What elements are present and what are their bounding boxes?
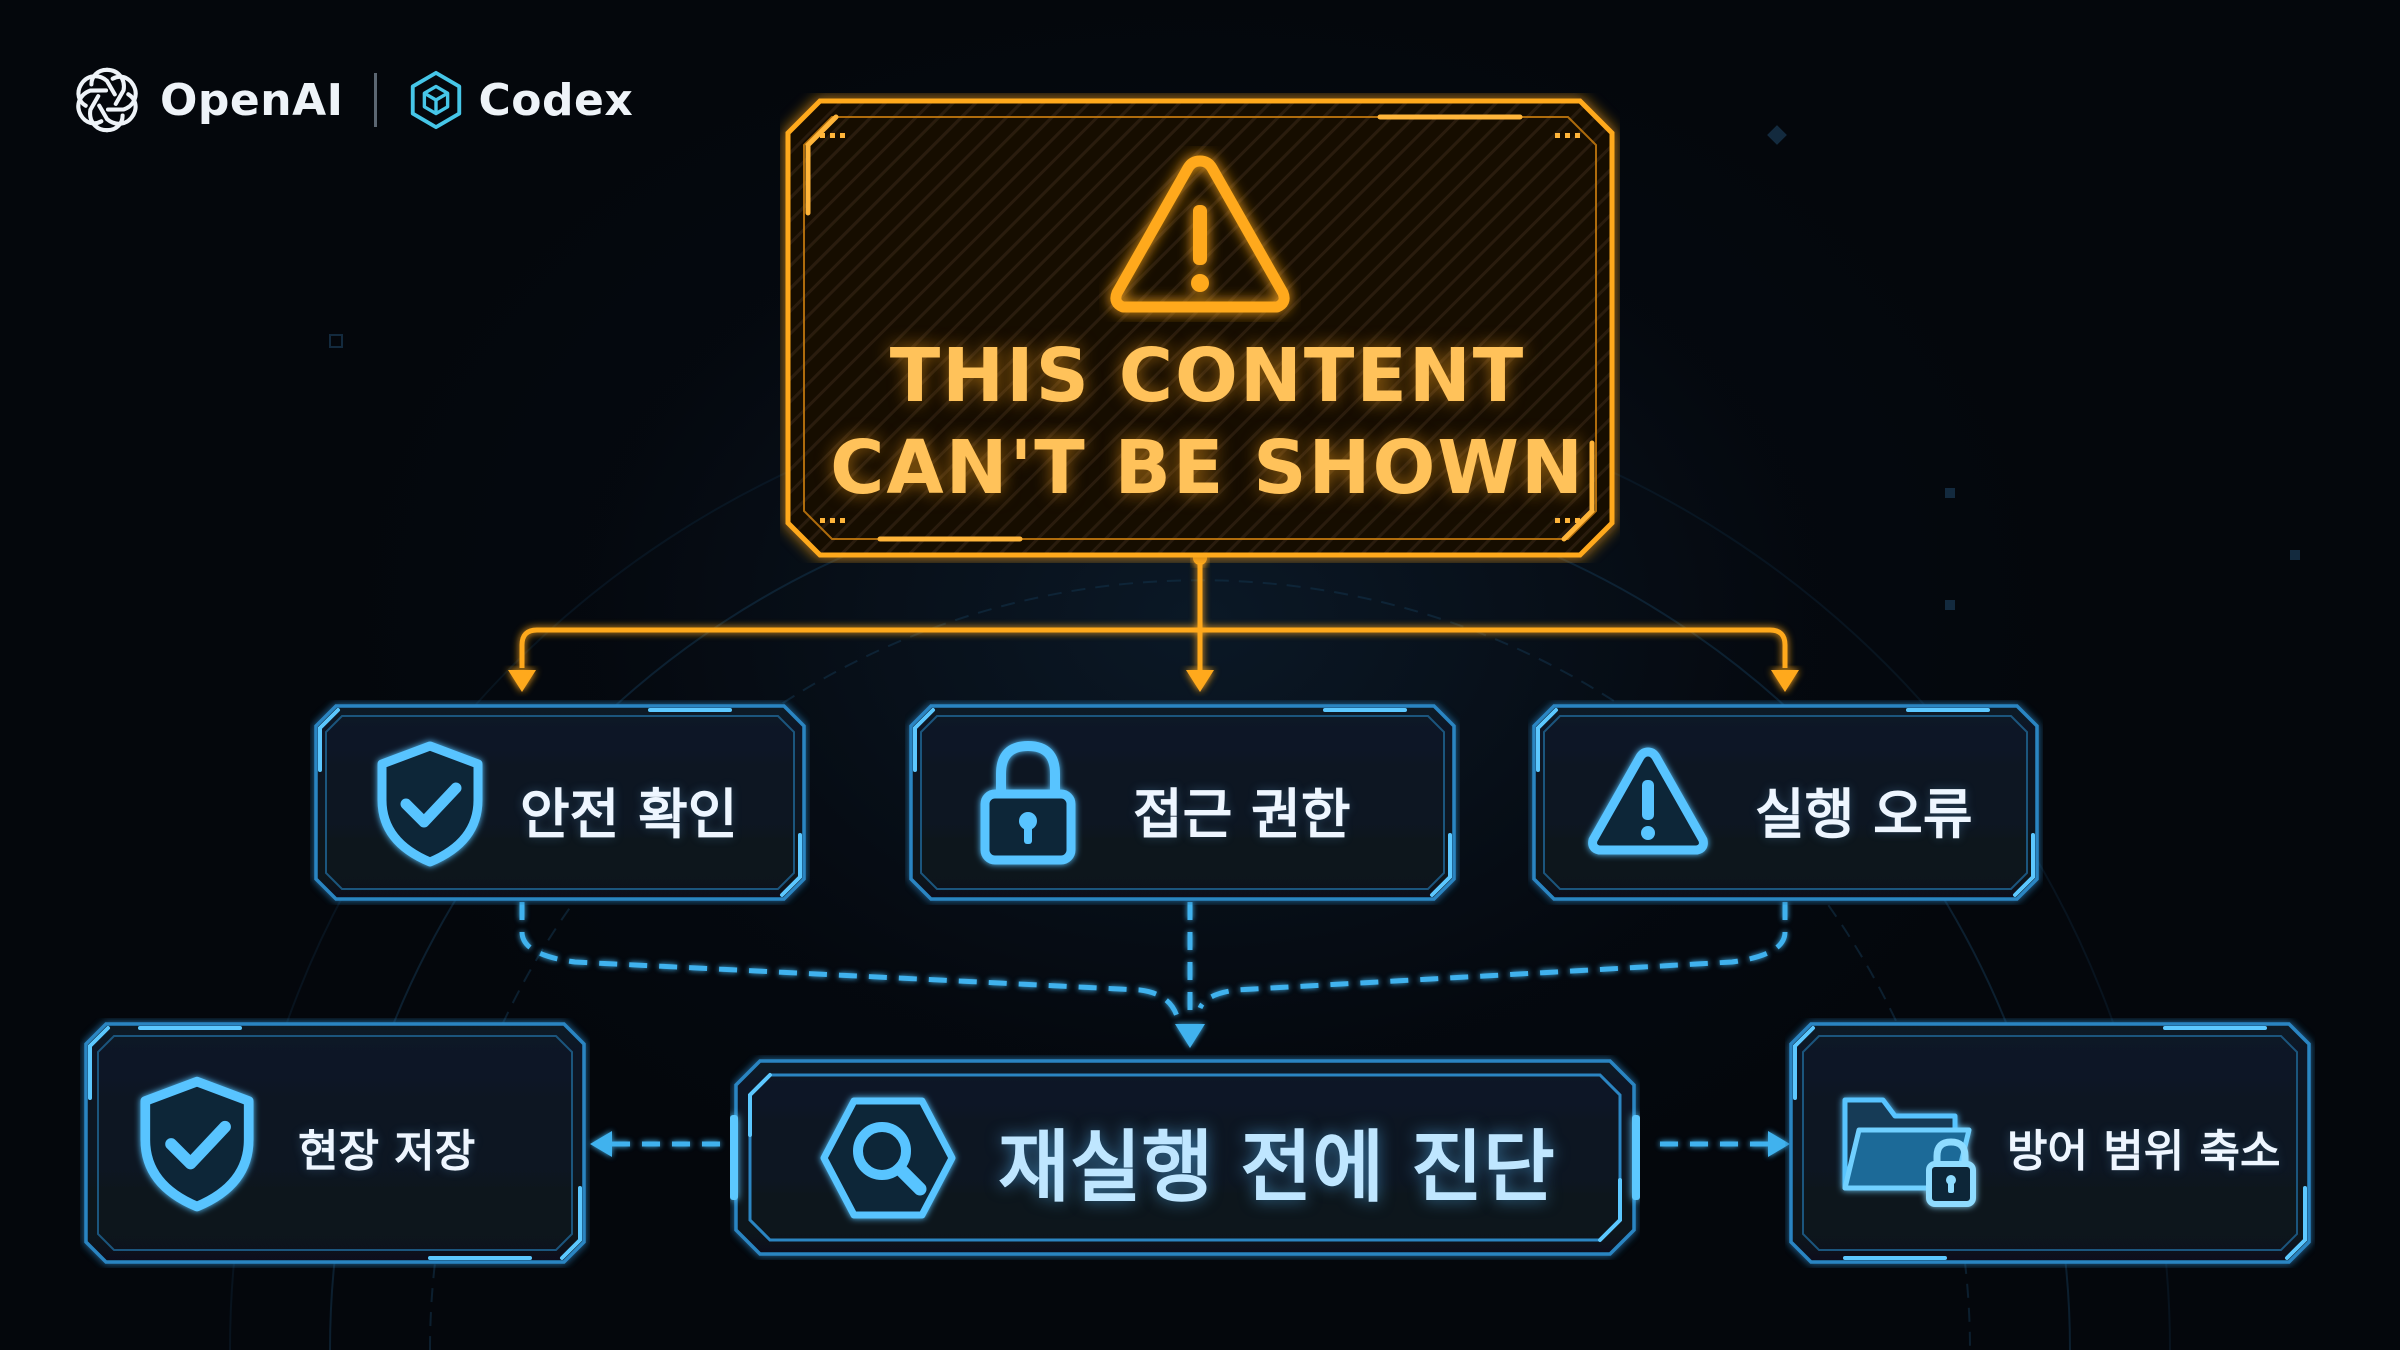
warning-triangle-icon (1588, 747, 1708, 855)
brand-header: OpenAI Codex (68, 60, 633, 140)
shield-check-icon (377, 741, 483, 867)
warning-line-1: THIS CONTENT (889, 333, 1526, 419)
brand-divider (373, 73, 377, 127)
openai-logo-icon (76, 67, 138, 133)
node-frame (730, 1059, 1640, 1256)
check-label-error: 실행 오류 (1755, 783, 1973, 846)
reduce-scope-node: 방어 범위 축소 (1785, 1018, 2315, 1268)
codex-cube-icon (410, 70, 461, 130)
node-frame (1789, 1022, 2311, 1264)
padlock-icon (980, 740, 1076, 865)
brand-primary-text: OpenAI (160, 74, 344, 126)
cyan-dashed-connector (519, 902, 1788, 1147)
locked-folder-icon (1842, 1097, 1976, 1207)
warning-box (785, 98, 1615, 558)
diagnose-node: 재실행 전에 진단 (730, 1055, 1640, 1260)
check-node-access: 접근 권한 (905, 700, 1460, 905)
check-label-access: 접근 권한 (1133, 783, 1351, 846)
amber-connector (519, 558, 1788, 670)
shield-check-icon (140, 1076, 254, 1212)
diagnose-label: 재실행 전에 진단 (998, 1123, 1555, 1213)
warning-message: THIS CONTENT CAN'T BE SHOWN (800, 330, 1615, 514)
openai-brand: OpenAI (68, 61, 344, 139)
check-label-safety: 안전 확인 (520, 783, 738, 846)
codex-brand: Codex (405, 69, 634, 131)
search-hexagon-icon (820, 1097, 956, 1219)
reduce-scope-label: 방어 범위 축소 (2007, 1126, 2281, 1177)
check-node-error: 실행 오류 (1528, 700, 2043, 905)
check-node-safety: 안전 확인 (310, 700, 810, 905)
warning-line-2: CAN'T BE SHOWN (830, 425, 1585, 511)
save-scene-node: 현장 저장 (80, 1018, 590, 1268)
brand-secondary-text: Codex (478, 74, 634, 126)
warning-triangle-icon (1110, 155, 1290, 313)
save-scene-label: 현장 저장 (298, 1126, 476, 1177)
